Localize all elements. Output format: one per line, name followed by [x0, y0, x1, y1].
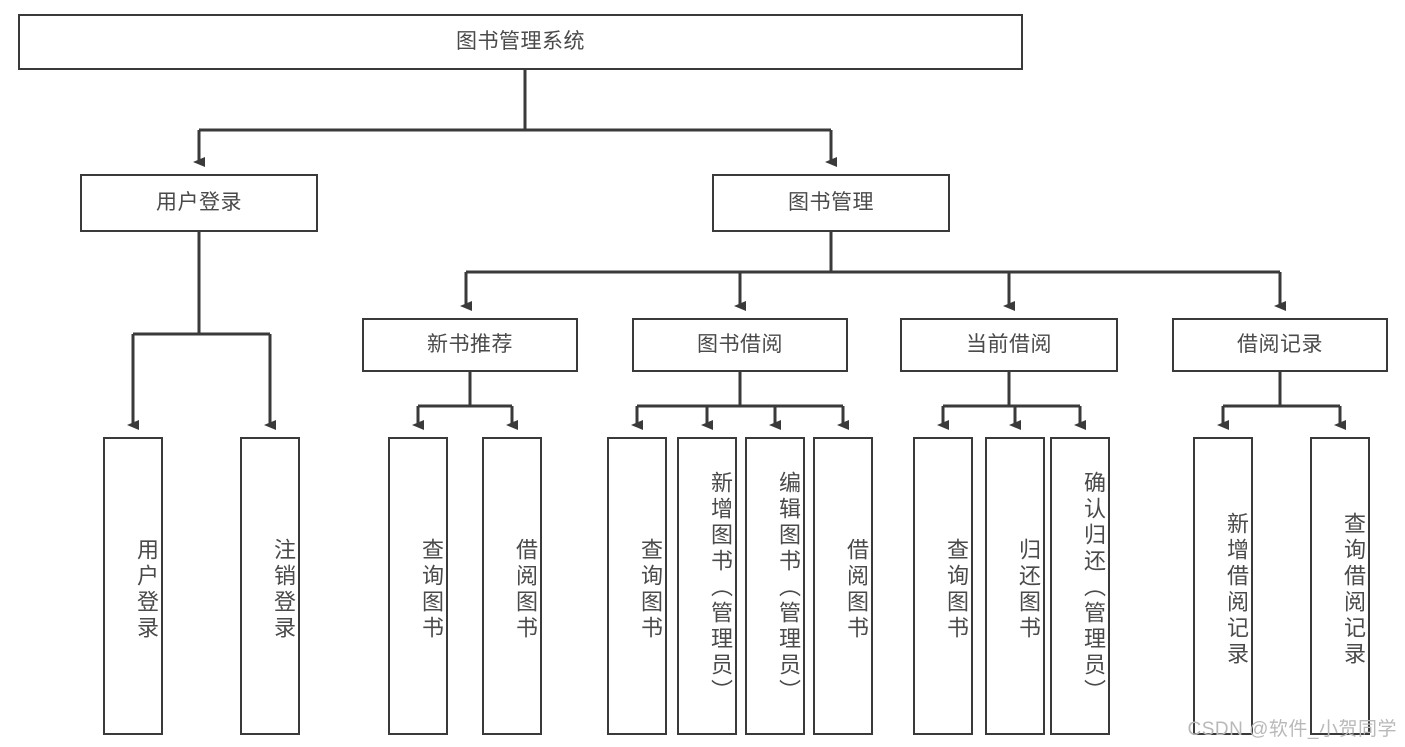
leaf-query-books-current[interactable]: 查询图书 [913, 437, 973, 735]
leaf-query-books-borrow[interactable]: 查询图书 [607, 437, 667, 735]
node-book-borrow-label: 图书借阅 [697, 333, 783, 357]
leaf-confirm-return-admin[interactable]: 确认归还（管理员） [1050, 437, 1110, 735]
leaf-logout[interactable]: 注销登录 [240, 437, 300, 735]
leaf-borrow-books[interactable]: 借阅图书 [813, 437, 873, 735]
leaf-logout-label: 注销登录 [271, 538, 296, 642]
leaf-add-book-admin[interactable]: 新增图书（管理员） [677, 437, 737, 735]
node-book-borrow[interactable]: 图书借阅 [632, 318, 848, 372]
leaf-query-books-new[interactable]: 查询图书 [388, 437, 448, 735]
leaf-user-login[interactable]: 用户登录 [103, 437, 163, 735]
node-user-login-label: 用户登录 [156, 191, 242, 215]
leaf-borrow-books-label: 借阅图书 [844, 538, 869, 642]
leaf-query-borrow-record-label: 查询借阅记录 [1341, 512, 1366, 668]
leaf-confirm-return-admin-label: 确认归还（管理员） [1081, 471, 1106, 705]
leaf-query-books-borrow-label: 查询图书 [638, 538, 663, 642]
node-current-borrow-label: 当前借阅 [966, 333, 1052, 357]
leaf-add-borrow-record-label: 新增借阅记录 [1224, 512, 1249, 668]
node-current-borrow[interactable]: 当前借阅 [900, 318, 1118, 372]
node-book-management[interactable]: 图书管理 [712, 174, 950, 232]
leaf-add-book-admin-label: 新增图书（管理员） [708, 471, 733, 705]
leaf-return-books[interactable]: 归还图书 [985, 437, 1045, 735]
leaf-edit-book-admin-label: 编辑图书（管理员） [776, 471, 801, 705]
node-borrow-record-label: 借阅记录 [1237, 333, 1323, 357]
node-new-book-recommend-label: 新书推荐 [427, 333, 513, 357]
node-root-label: 图书管理系统 [456, 30, 585, 54]
leaf-query-books-new-label: 查询图书 [419, 538, 444, 642]
leaf-edit-book-admin[interactable]: 编辑图书（管理员） [745, 437, 805, 735]
leaf-query-borrow-record[interactable]: 查询借阅记录 [1310, 437, 1370, 735]
leaf-add-borrow-record[interactable]: 新增借阅记录 [1193, 437, 1253, 735]
node-book-management-label: 图书管理 [788, 191, 874, 215]
node-new-book-recommend[interactable]: 新书推荐 [362, 318, 578, 372]
leaf-return-books-label: 归还图书 [1016, 538, 1041, 642]
node-borrow-record[interactable]: 借阅记录 [1172, 318, 1388, 372]
leaf-query-books-current-label: 查询图书 [944, 538, 969, 642]
node-root[interactable]: 图书管理系统 [18, 14, 1023, 70]
leaf-borrow-books-new-label: 借阅图书 [513, 538, 538, 642]
leaf-borrow-books-new[interactable]: 借阅图书 [482, 437, 542, 735]
node-user-login[interactable]: 用户登录 [80, 174, 318, 232]
watermark: CSDN @软件_小贺同学 [1187, 719, 1397, 740]
leaf-user-login-label: 用户登录 [134, 538, 159, 642]
